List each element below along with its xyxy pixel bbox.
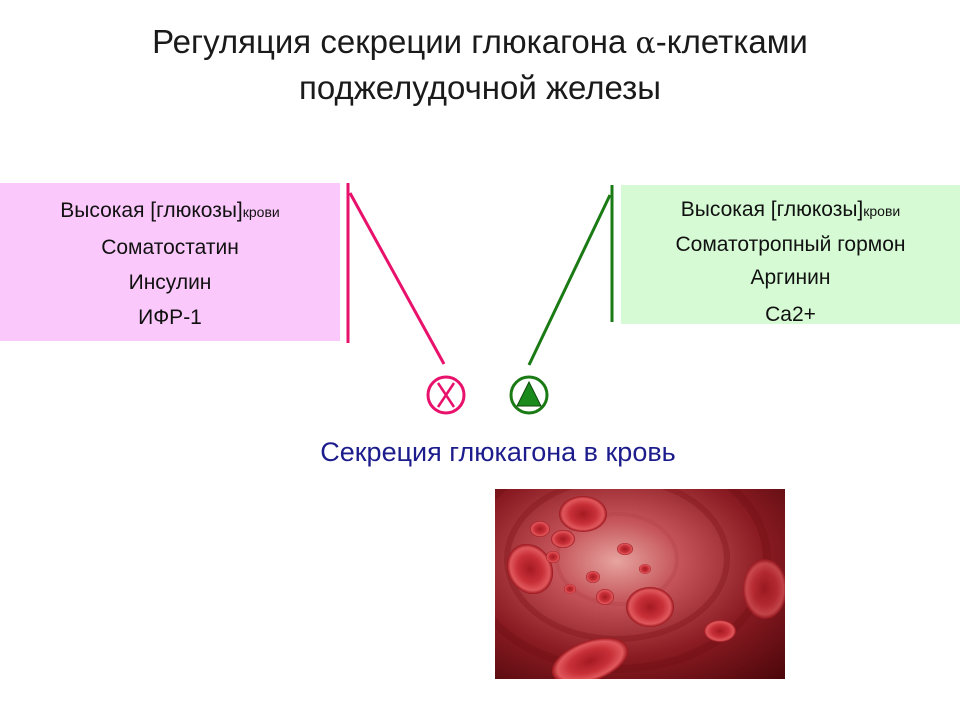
inhibitor-high-glucose-sub: крови [242, 204, 280, 220]
up-triangle-in-circle-icon [509, 375, 549, 415]
stimulators-box: Высокая [глюкозы]крови Соматотропный гор… [621, 185, 960, 326]
secretion-label: Секреция глюкагона в кровь [320, 437, 676, 467]
inhibitors-box: Высокая [глюкозы]крови Соматостатин Инсу… [0, 183, 340, 341]
red-blood-cell [564, 584, 576, 594]
title-text-2: -клетками [655, 23, 808, 60]
stimulator-calcium: Ca2+ [765, 303, 816, 326]
alpha-symbol: α [635, 26, 656, 61]
inhibitor-high-glucose-main: Высокая [глюкозы] [60, 199, 243, 222]
red-blood-cell [530, 521, 550, 537]
inhibit-line [348, 192, 446, 365]
title-text-1: Регуляция секреции глюкагона [152, 23, 636, 60]
blood-cells-image [495, 489, 785, 679]
title-line-1: Регуляция секреции глюкагона α-клетками [0, 20, 960, 66]
red-blood-cell [743, 559, 785, 619]
stimulate-line [527, 194, 612, 366]
slide-title: Регуляция секреции глюкагона α-клетками … [0, 20, 960, 110]
title-line-2: поджелудочной железы [298, 69, 662, 106]
red-blood-cell [551, 637, 629, 679]
red-blood-cell [586, 571, 600, 583]
red-blood-cell [626, 587, 674, 627]
inhibitor-igf1: ИФР-1 [138, 306, 202, 329]
red-blood-cell [546, 551, 560, 563]
stimulator-arginine: Аргинин [750, 266, 831, 289]
red-blood-cell [559, 496, 607, 532]
red-blood-cell [704, 620, 736, 642]
stimulator-growth-hormone: Соматотропный гормон [675, 233, 906, 256]
x-in-circle-icon [426, 375, 466, 415]
red-blood-cell [617, 543, 633, 555]
inhibitor-somatostatin: Соматостатин [101, 236, 239, 259]
stimulator-high-glucose: Высокая [глюкозы]крови [621, 193, 960, 228]
stimulator-high-glucose-sub: крови [863, 203, 901, 219]
inhibitor-insulin: Инсулин [128, 271, 212, 294]
blood-cells-illustration [495, 489, 785, 679]
inhibitor-high-glucose: Высокая [глюкозы]крови [0, 193, 340, 230]
red-blood-cell [506, 543, 554, 595]
red-blood-cell [551, 530, 575, 548]
stimulator-high-glucose-main: Высокая [глюкозы] [680, 198, 864, 221]
red-blood-cell [639, 564, 651, 574]
red-blood-cell [596, 589, 614, 605]
